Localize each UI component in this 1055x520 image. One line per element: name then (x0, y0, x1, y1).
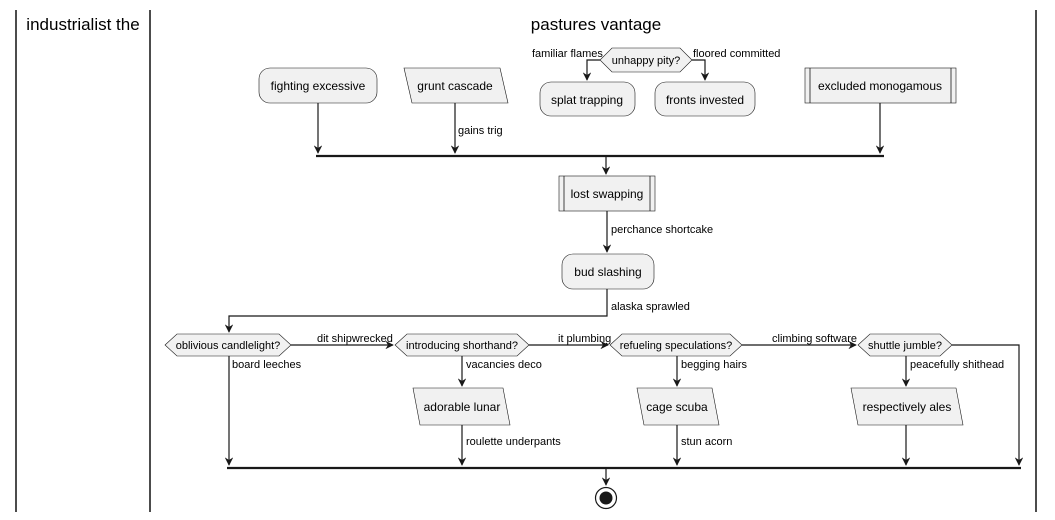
action-bud-slashing (561, 253, 655, 290)
label-vacancies-deco: vacancies deco (466, 359, 542, 371)
action-splat-trapping-label: splat trapping (551, 93, 623, 107)
input-respectively-ales (850, 387, 964, 426)
input-adorable-lunar-label: adorable lunar (424, 400, 501, 414)
decision-unhappy-pity-label: unhappy pity? (612, 55, 681, 67)
subprocess-lost-swapping (558, 175, 656, 212)
label-roulette-underpants: roulette underpants (466, 436, 561, 448)
action-fronts-invested (654, 81, 756, 117)
decision-shuttle-jumble-label: shuttle jumble? (868, 340, 942, 352)
label-perchance-shortcake: perchance shortcake (611, 224, 713, 236)
subprocess-excluded-monogamous-label: excluded monogamous (818, 79, 942, 93)
label-gains-trig: gains trig (458, 125, 503, 137)
label-familiar-flames: familiar flames (532, 48, 603, 60)
input-cage-scuba-label: cage scuba (646, 400, 708, 414)
action-splat-trapping (539, 81, 636, 117)
subprocess-lost-swapping-label: lost swapping (571, 187, 644, 201)
end-node-inner (599, 491, 613, 505)
label-begging-hairs: begging hairs (681, 359, 748, 371)
edge-bud-to-oblivious (224, 289, 608, 333)
input-respectively-ales-label: respectively ales (863, 400, 952, 414)
label-climbing-software: climbing software (772, 333, 857, 345)
label-stun-acorn: stun acorn (681, 436, 732, 448)
input-adorable-lunar (412, 387, 511, 426)
input-grunt-cascade-label: grunt cascade (417, 79, 493, 93)
subprocess-excluded-monogamous (804, 67, 957, 104)
decision-introducing-shorthand-label: introducing shorthand? (406, 340, 518, 352)
action-fronts-invested-label: fronts invested (666, 93, 744, 107)
swimlane-title-industrialist: industrialist the (26, 15, 139, 34)
label-board-leeches: board leeches (232, 359, 302, 371)
edge-unhappy-to-splat (582, 59, 600, 81)
decision-oblivious-candlelight-label: oblivious candlelight? (176, 340, 281, 352)
action-fighting-excessive-label: fighting excessive (271, 79, 366, 93)
edge-unhappy-to-fronts (692, 59, 710, 81)
edge-shuttle-else (952, 344, 1024, 466)
label-dit-shipwrecked: dit shipwrecked (317, 333, 393, 345)
label-alaska-sprawled: alaska sprawled (611, 301, 690, 313)
label-it-plumbing: it plumbing (558, 333, 611, 345)
decision-refueling-speculations-label: refueling speculations? (620, 340, 733, 352)
label-floored-committed: floored committed (693, 48, 780, 60)
input-cage-scuba (636, 387, 720, 426)
action-bud-slashing-label: bud slashing (574, 265, 641, 279)
swimlane-title-pastures: pastures vantage (531, 15, 661, 34)
input-grunt-cascade (403, 67, 509, 104)
label-peacefully-shithead: peacefully shithead (910, 359, 1004, 371)
